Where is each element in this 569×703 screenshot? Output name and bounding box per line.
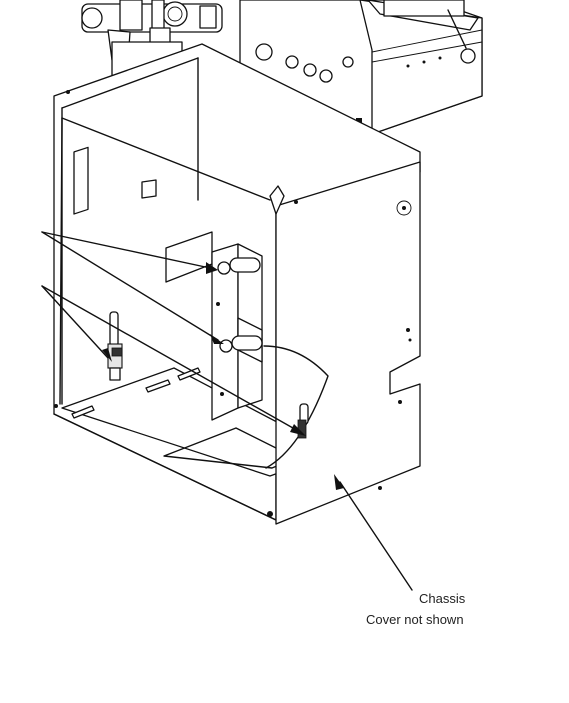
callout-arrows	[41, 231, 413, 591]
latch-right	[297, 403, 309, 439]
mounting-bracket	[165, 231, 263, 421]
latch-left	[107, 311, 123, 381]
control-box	[239, 0, 483, 135]
chassis-label: Chassis	[419, 591, 466, 606]
cover-not-shown-label: Cover not shown	[366, 612, 464, 627]
